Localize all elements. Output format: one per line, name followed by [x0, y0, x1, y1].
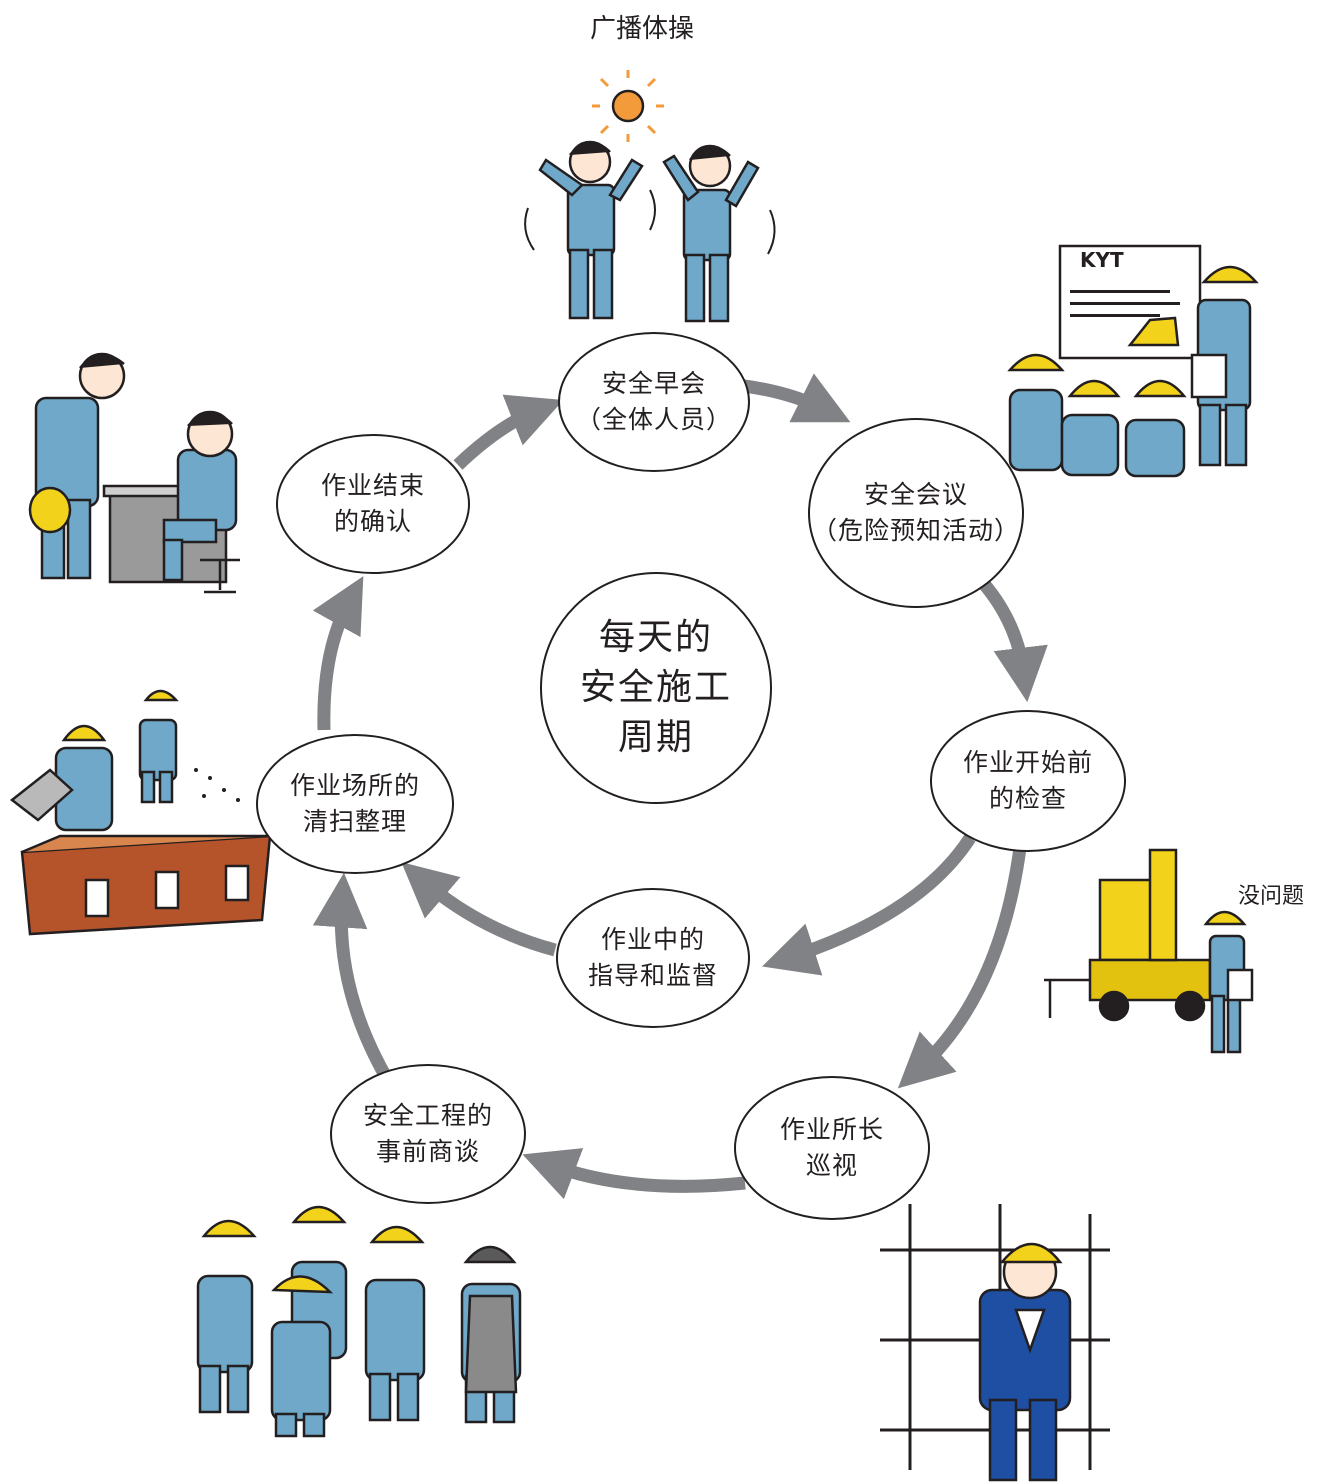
step-pre-work-check: 作业开始前 的检查	[930, 710, 1126, 852]
center-title-line3: 周期	[617, 717, 694, 758]
center-title-circle: 每天的 安全施工 周期	[540, 572, 772, 804]
step-safety-meeting: 安全会议 （危险预知活动）	[808, 418, 1024, 608]
center-title-line1: 每天的	[598, 617, 713, 658]
sun-icon	[592, 70, 664, 142]
kyt-meeting-illustration	[1007, 244, 1259, 478]
step-work-guidance-line1: 作业中的	[600, 925, 705, 954]
cleanup-illustration	[9, 689, 272, 936]
prior-consultation-illustration	[196, 1205, 522, 1438]
step-work-guidance: 作业中的 指导和监督	[556, 888, 750, 1028]
step-pre-work-check-line2: 的检查	[988, 784, 1067, 813]
kyt-board-label: KYT	[1080, 248, 1124, 272]
step-site-cleanup: 作业场所的 清扫整理	[256, 734, 454, 874]
step-work-guidance-line2: 指导和监督	[587, 961, 718, 990]
arrow-check-to-patrol	[897, 847, 1027, 1089]
arrow-cleanup-to-end	[312, 576, 364, 731]
crane-check-illustration	[1044, 848, 1254, 1054]
step-manager-patrol-line1: 作业所长	[779, 1115, 884, 1144]
arrow-morning-to-meeting	[743, 373, 851, 423]
step-end-confirmation-line2: 的确认	[333, 507, 412, 536]
step-site-cleanup-line2: 清扫整理	[302, 807, 407, 836]
step-prior-consultation-line2: 事前商谈	[375, 1137, 480, 1166]
step-morning-meeting-line2: （全体人员）	[575, 405, 732, 434]
step-morning-meeting: 安全早会 （全体人员）	[558, 332, 750, 472]
arrow-guidance-to-cleanup	[401, 862, 557, 957]
arrow-end-to-morning	[453, 394, 564, 470]
arrow-patrol-to-prior	[522, 1148, 746, 1200]
calisthenics-illustration	[524, 70, 776, 323]
step-morning-meeting-line1: 安全早会	[601, 369, 706, 398]
step-prior-consultation-line1: 安全工程的	[362, 1101, 493, 1130]
no-problem-label: 没问题	[1238, 884, 1305, 909]
step-pre-work-check-line1: 作业开始前	[962, 748, 1093, 777]
step-prior-consultation: 安全工程的 事前商谈	[330, 1064, 526, 1204]
arrow-check-to-guidance	[762, 834, 976, 976]
arrow-meeting-to-check	[979, 580, 1048, 703]
step-manager-patrol: 作业所长 巡视	[734, 1076, 930, 1220]
step-safety-meeting-line1: 安全会议	[863, 480, 968, 509]
step-safety-meeting-line2: （危险预知活动）	[811, 516, 1020, 545]
step-manager-patrol-line2: 巡视	[805, 1151, 858, 1180]
step-end-confirmation: 作业结束 的确认	[276, 434, 470, 574]
center-title-line2: 安全施工	[579, 667, 732, 708]
step-site-cleanup-line1: 作业场所的	[289, 771, 420, 800]
manager-patrol-illustration	[880, 1204, 1110, 1482]
calisthenics-label: 广播体操	[590, 14, 695, 44]
step-end-confirmation-line1: 作业结束	[320, 471, 425, 500]
end-confirmation-illustration	[28, 352, 240, 594]
